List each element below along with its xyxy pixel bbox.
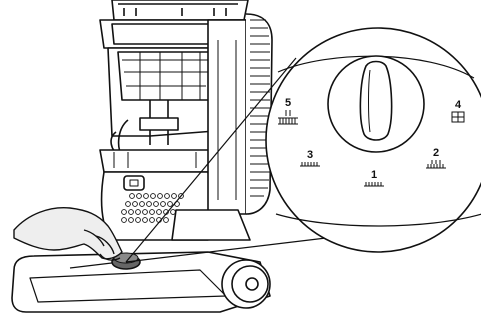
dial-setting-3: 3	[300, 149, 320, 167]
base-pivot	[171, 209, 251, 241]
dial-setting-1: 1	[364, 169, 384, 187]
hand-turning-knob	[13, 207, 123, 261]
setting-number: 2	[433, 147, 439, 159]
rear-column	[207, 19, 247, 215]
carpet-low-pile-icon	[300, 162, 320, 167]
vacuum-cleaner	[11, 0, 273, 313]
upper-handle	[111, 0, 249, 21]
bare-floor-grid-icon	[451, 111, 465, 123]
dial-closeup: 5 4 3 2	[265, 27, 481, 253]
carpet-medium-pile-icon	[426, 160, 446, 169]
setting-number: 3	[307, 149, 313, 161]
selector-knob[interactable]	[327, 55, 425, 153]
carpet-low-pile-icon	[364, 182, 384, 187]
setting-number: 1	[371, 169, 377, 181]
carpet-high-pile-icon	[278, 110, 298, 125]
dial-setting-2: 2	[426, 147, 446, 169]
setting-number: 4	[455, 99, 462, 111]
dial-setting-5: 5	[278, 97, 298, 125]
setting-number: 5	[285, 97, 291, 109]
dial-setting-4: 4	[451, 99, 465, 123]
callout-lines	[125, 57, 327, 263]
